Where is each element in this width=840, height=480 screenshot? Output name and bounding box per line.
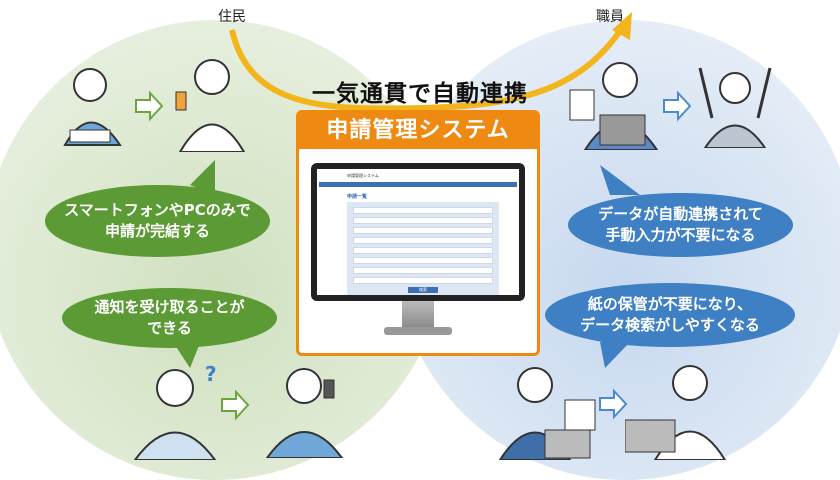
screen-nav: [319, 182, 517, 187]
monitor: 申請管理システム 申請一覧 検索: [311, 163, 525, 301]
system-title: 申請管理システム: [299, 113, 537, 149]
staff-illustration-paperwork: [498, 367, 596, 460]
staff-label: 職員: [596, 9, 624, 25]
staff-illustration-ok: [625, 365, 727, 460]
resident-illustration-worried: [63, 68, 122, 146]
speech-bubble-complete-online: スマートフォンやPCのみで申請が完結する: [45, 185, 270, 257]
speech-bubble-paperless: 紙の保管が不要になり、データ検索がしやすくなる: [545, 283, 795, 347]
speech-bubble-notifications: 通知を受け取ることができる: [62, 288, 277, 348]
monitor-screen: 申請管理システム 申請一覧 検索: [317, 169, 519, 295]
system-panel: 申請管理システム 申請管理システム 申請一覧 検索: [296, 110, 540, 356]
resident-illustration-phone: [175, 59, 246, 152]
arrow-right-icon: [663, 90, 692, 122]
arrow-right-icon: [135, 90, 164, 122]
arrow-right-icon: [599, 388, 628, 420]
resident-illustration-notified: [265, 368, 344, 458]
staff-illustration-busy: [569, 62, 659, 150]
speech-bubble-auto-link: データが自動連携されて手動入力が不要になる: [568, 193, 793, 257]
monitor-stand: [402, 301, 434, 329]
screen-search-form: 検索: [347, 202, 499, 295]
staff-illustration-happy: [698, 67, 772, 148]
monitor-base: [384, 327, 452, 335]
screen-app-name: 申請管理システム: [347, 173, 379, 178]
resident-illustration-confused: [133, 369, 217, 460]
headline: 一気通貫で自動連携: [312, 81, 528, 107]
residents-label: 住民: [218, 9, 246, 25]
screen-page-title: 申請一覧: [347, 194, 368, 200]
question-mark: ?: [205, 362, 217, 386]
screen-search-button[interactable]: 検索: [408, 287, 438, 293]
arrow-right-icon: [221, 389, 250, 421]
